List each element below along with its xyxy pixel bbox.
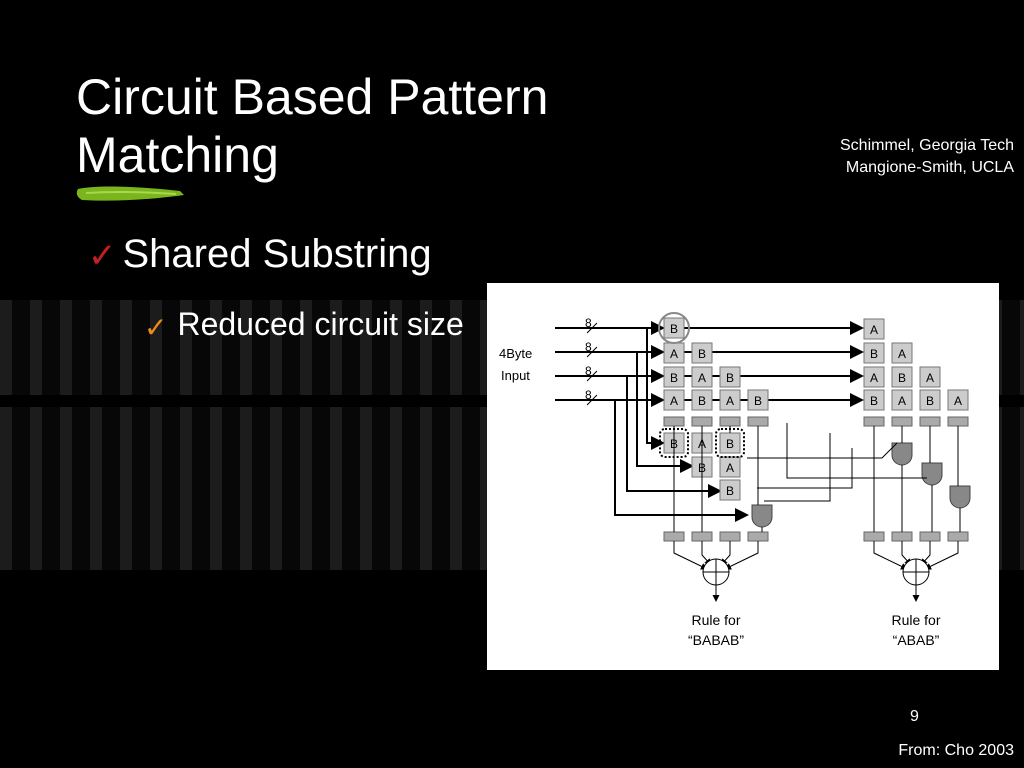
checkmark-icon: ✓ — [88, 237, 117, 275]
credit-line-2: Mangione-Smith, UCLA — [845, 159, 1014, 176]
svg-text:B: B — [754, 394, 762, 408]
svg-text:B: B — [698, 394, 706, 408]
title-line-1: Circuit Based Pattern — [76, 69, 549, 125]
svg-text:B: B — [926, 394, 934, 408]
svg-text:B: B — [670, 322, 678, 336]
right-latches — [863, 416, 969, 542]
svg-text:A: A — [954, 394, 962, 408]
bus-width-label: 8 — [585, 364, 592, 378]
source-citation: From: Cho 2003 — [898, 742, 1014, 759]
circuit-diagram: 4Byte Input 8 8 8 8 — [487, 283, 999, 670]
svg-text:A: A — [870, 371, 878, 385]
bullet-level-1: ✓ Shared Substring — [88, 232, 432, 277]
svg-text:B: B — [726, 437, 734, 451]
svg-text:A: A — [726, 394, 734, 408]
author-credit: Schimmel, Georgia Tech Mangione-Smith, U… — [840, 135, 1014, 179]
input-bus-lines — [555, 321, 864, 522]
credit-line-1: Schimmel, Georgia Tech — [840, 137, 1014, 154]
rule-label-2: “ABAB” — [893, 632, 940, 648]
svg-text:B: B — [870, 347, 878, 361]
svg-text:B: B — [726, 484, 734, 498]
bullet-1-text: Shared Substring — [122, 232, 432, 276]
checkmark-icon: ✓ — [144, 312, 168, 343]
input-label: 4Byte — [499, 346, 532, 361]
rule-labels: Rule for “BABAB” Rule for “ABAB” — [688, 612, 941, 648]
bus-width-label: 8 — [585, 340, 592, 354]
svg-text:A: A — [870, 323, 878, 337]
svg-text:A: A — [898, 394, 906, 408]
bus-width-label: 8 — [585, 316, 592, 330]
rule-label-2: Rule for — [891, 612, 940, 628]
and-gates — [751, 442, 971, 528]
svg-text:A: A — [670, 394, 678, 408]
bus-width-label: 8 — [585, 388, 592, 402]
bullet-2-text: Reduced circuit size — [177, 306, 464, 342]
svg-text:B: B — [726, 371, 734, 385]
svg-text:B: B — [670, 371, 678, 385]
svg-text:B: B — [870, 394, 878, 408]
svg-text:A: A — [698, 371, 706, 385]
slide-title: Circuit Based Pattern Matching — [76, 68, 696, 184]
svg-text:A: A — [670, 347, 678, 361]
input-label: Input — [501, 368, 530, 383]
svg-text:B: B — [898, 371, 906, 385]
svg-text:A: A — [726, 461, 734, 475]
bus-width-labels: 8 8 8 8 — [585, 316, 592, 402]
svg-text:A: A — [926, 371, 934, 385]
rule-label-1: “BABAB” — [688, 632, 744, 648]
svg-text:A: A — [898, 347, 906, 361]
bullet-level-2: ✓ Reduced circuit size — [144, 302, 467, 350]
title-underline-brush — [76, 186, 184, 201]
title-line-2: Matching — [76, 127, 279, 183]
svg-text:B: B — [698, 347, 706, 361]
rule-label-1: Rule for — [691, 612, 740, 628]
page-number: 9 — [910, 708, 919, 725]
